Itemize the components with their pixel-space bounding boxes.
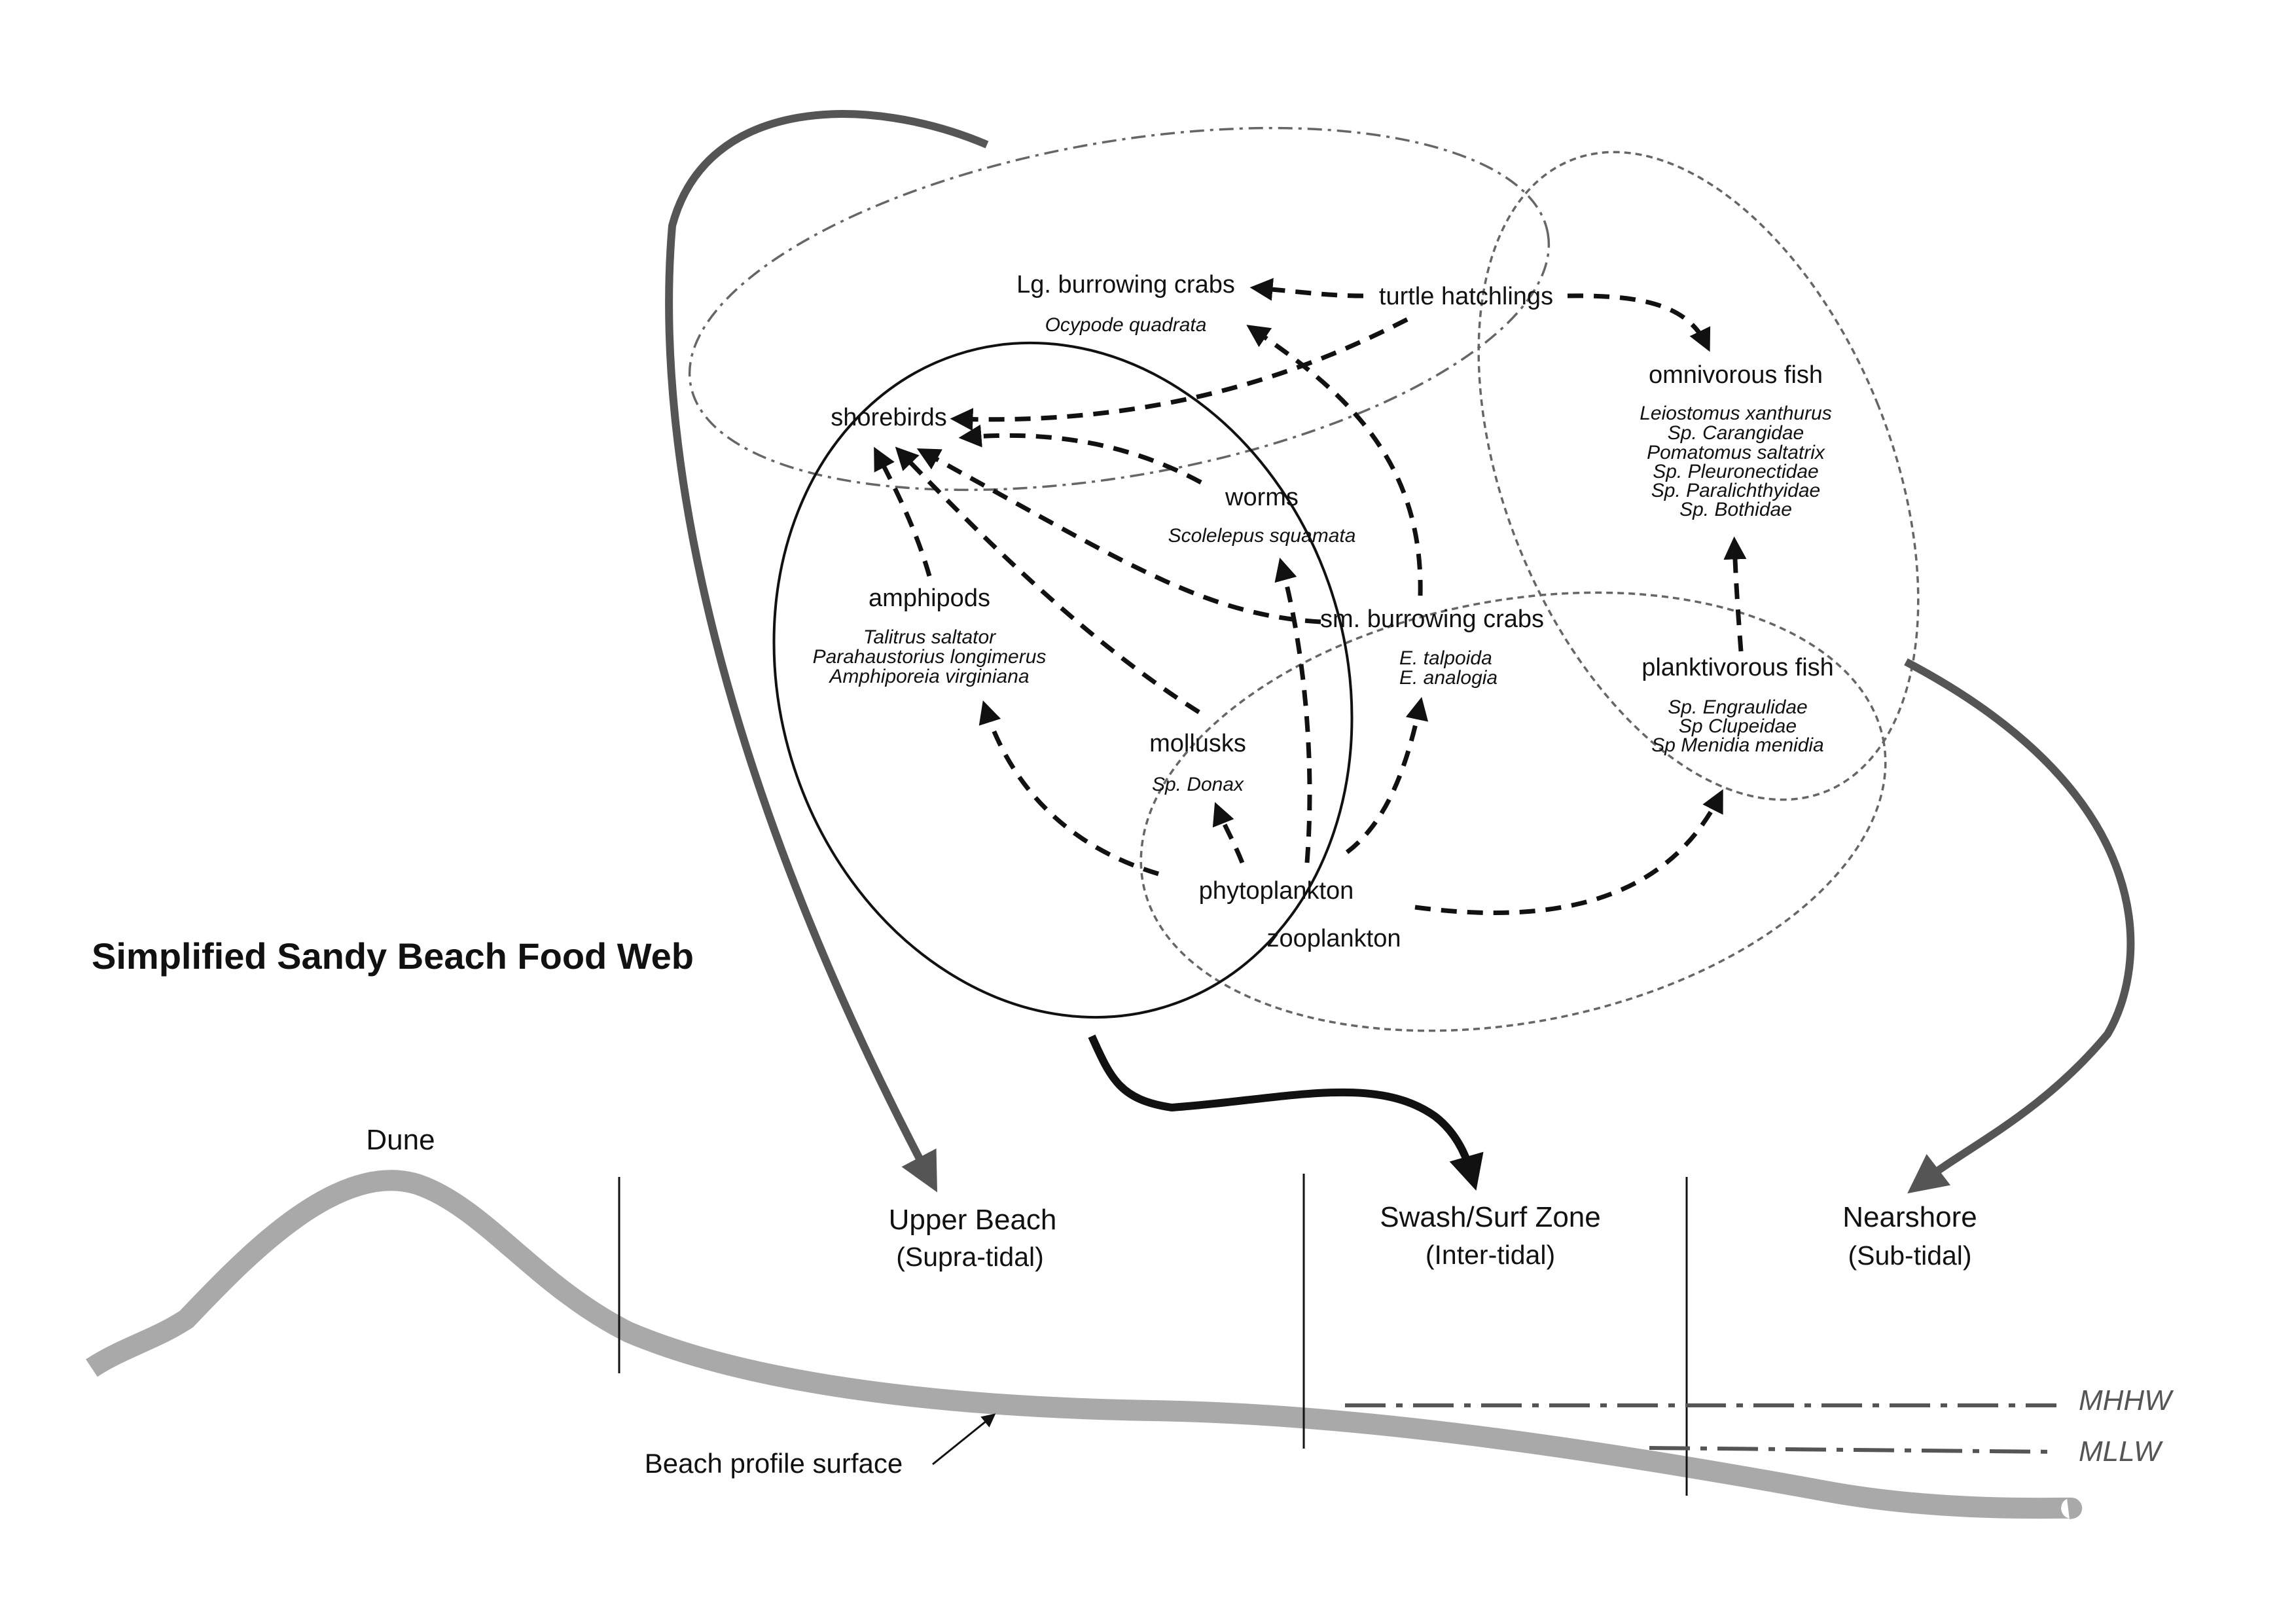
upper-beach-habitat-ellipse (688, 126, 1551, 492)
node-shorebirds: shorebirds (831, 404, 946, 431)
node-omnivorous-fish: omnivorous fish Leiostomus xanthurus Sp.… (1640, 361, 1832, 520)
omnivorous-fish-species-2: Sp. Carangidae (1668, 422, 1804, 444)
omnivorous-fish-label: omnivorous fish (1649, 361, 1823, 389)
planktivorous-fish-species-2: Sp Clupeidae (1679, 715, 1797, 737)
beach-profile-pointer-arrow (932, 1413, 996, 1466)
node-sm-burrowing-crabs: sm. burrowing crabs E. talpoida E. analo… (1320, 605, 1544, 689)
amphipods-label: amphipods (869, 585, 990, 612)
shorebirds-label: shorebirds (831, 404, 946, 431)
mhhw-label: MHHW (2079, 1384, 2174, 1416)
arrow-mollusks-to-shorebirds (895, 446, 1200, 714)
arrow-phytoplankton-to-planktivorous-fish (1414, 789, 1723, 916)
omnivorous-fish-species-5: Sp. Paralichthyidae (1651, 480, 1821, 501)
arrow-turtle-to-lg-crabs (1249, 278, 1364, 301)
nearshore-habitat-arrow (1904, 658, 2135, 1194)
amphipods-species-2: Parahaustorius longimerus (813, 646, 1047, 668)
arrow-phytoplankton-to-sm-crabs (1345, 696, 1429, 854)
omnivorous-fish-species-1: Leiostomus xanthurus (1640, 403, 1832, 424)
upper-beach-label: Upper Beach (889, 1204, 1057, 1236)
sm-burrowing-crabs-label: sm. burrowing crabs (1320, 605, 1544, 633)
phytoplankton-label: phytoplankton (1199, 877, 1354, 905)
node-zooplankton: zooplankton (1267, 925, 1401, 952)
nearshore-sublabel: (Sub-tidal) (1848, 1240, 1971, 1271)
sm-burrowing-crabs-species-2: E. analogia (1399, 667, 1498, 689)
arrow-worms-to-shorebirds (958, 424, 1202, 485)
node-amphipods: amphipods Talitrus saltator Parahaustori… (813, 585, 1047, 687)
arrow-phytoplankton-to-worms (1274, 557, 1312, 863)
arrow-phytoplankton-to-amphipods (978, 700, 1160, 876)
mllw-line (1649, 1446, 2057, 1454)
node-turtle-hatchlings: turtle hatchlings (1379, 283, 1553, 310)
swash-surf-zone-sublabel: (Inter-tidal) (1426, 1240, 1555, 1270)
omnivorous-fish-species-4: Sp. Pleuronectidae (1653, 461, 1819, 482)
beach-profile-surface-label: Beach profile surface (645, 1448, 903, 1479)
mollusks-species: Sp. Donax (1152, 774, 1244, 795)
arrow-amphipods-to-shorebirds (874, 446, 932, 577)
node-worms: worms Scolelepus squamata (1168, 484, 1356, 547)
dune-label: Dune (366, 1124, 435, 1156)
amphipods-species-3: Amphiporeia virginiana (828, 666, 1029, 687)
nearshore-habitat-ellipse (1477, 151, 1920, 801)
nearshore-label: Nearshore (1842, 1201, 1977, 1233)
omnivorous-fish-species-3: Pomatomus saltatrix (1647, 442, 1825, 463)
lg-burrowing-crabs-species: Ocypode quadrata (1045, 314, 1207, 336)
food-web-circle (772, 341, 1354, 1019)
worms-label: worms (1225, 484, 1299, 511)
node-lg-burrowing-crabs: Lg. burrowing crabs Ocypode quadrata (1016, 271, 1235, 336)
swash-zone-habitat-arrow (1088, 1034, 1484, 1191)
upper-beach-habitat-arrow (665, 110, 989, 1193)
turtle-hatchlings-label: turtle hatchlings (1379, 283, 1553, 310)
upper-beach-sublabel: (Supra-tidal) (896, 1242, 1044, 1272)
swash-habitat-ellipse (1139, 591, 1887, 1032)
planktivorous-fish-label: planktivorous fish (1641, 654, 1834, 681)
planktivorous-fish-species-1: Sp. Engraulidae (1668, 696, 1808, 718)
sm-burrowing-crabs-species-1: E. talpoida (1399, 647, 1492, 669)
planktivorous-fish-species-3: Sp Menidia menidia (1651, 734, 1823, 756)
arrow-phytoplankton-to-mollusks (1212, 802, 1245, 864)
node-mollusks: mollusks Sp. Donax (1149, 730, 1246, 795)
node-planktivorous-fish: planktivorous fish Sp. Engraulidae Sp Cl… (1641, 654, 1834, 756)
amphipods-species-1: Talitrus saltator (863, 626, 996, 648)
beach-profile-surface (86, 1170, 2083, 1519)
mollusks-label: mollusks (1149, 730, 1246, 757)
arrow-planktivorous-to-omnivorous-fish (1723, 536, 1747, 652)
node-phytoplankton: phytoplankton (1199, 877, 1354, 905)
swash-surf-zone-label: Swash/Surf Zone (1380, 1201, 1601, 1233)
arrow-turtle-to-omnivorous-fish (1567, 293, 1711, 352)
arrow-turtle-to-shorebirds (950, 317, 1408, 431)
mllw-label: MLLW (2079, 1435, 2163, 1468)
zooplankton-label: zooplankton (1267, 925, 1401, 952)
arrow-sm-crabs-to-shorebirds (916, 448, 1321, 624)
omnivorous-fish-species-6: Sp. Bothidae (1679, 499, 1792, 520)
lg-burrowing-crabs-label: Lg. burrowing crabs (1016, 271, 1235, 298)
diagram-title: Simplified Sandy Beach Food Web (92, 935, 694, 977)
arrow-sm-crabs-to-lg-crabs (1246, 325, 1423, 596)
worms-species: Scolelepus squamata (1168, 525, 1356, 547)
